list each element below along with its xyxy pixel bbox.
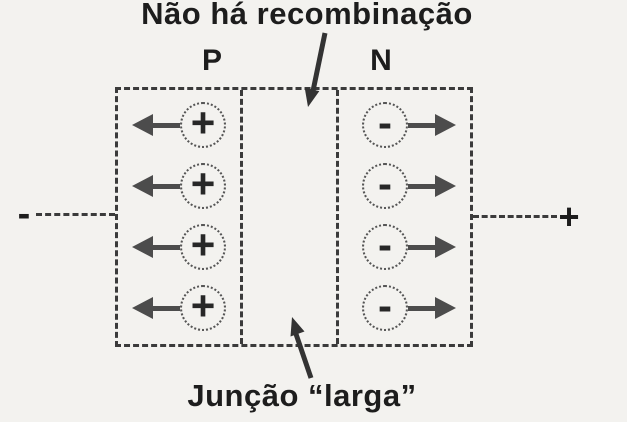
n-carrier: - [362,285,456,331]
positive-terminal-sign: + [558,196,580,237]
p-carrier: + [132,224,226,270]
n-carrier: - [362,163,456,209]
right-terminal-wire [473,215,557,218]
plus-symbol: + [190,99,216,146]
right-arrow-icon [435,297,456,319]
right-arrow-icon [435,175,456,197]
plus-symbol: + [190,282,216,329]
minus-symbol: - [378,99,392,146]
left-arrow-icon [132,297,153,319]
plus-symbol: + [190,160,216,207]
region-p-label: P [201,44,223,77]
negative-terminal-sign: - [17,192,31,235]
plus-symbol: + [190,221,216,268]
depletion-boundary-left-line [240,90,243,344]
carrier-circle: + [180,163,226,209]
right-arrow-icon [435,114,456,136]
carrier-circle: + [180,285,226,331]
left-arrow-icon [132,236,153,258]
p-carrier: + [132,102,226,148]
p-carrier: + [132,285,226,331]
carrier-circle: - [362,224,408,270]
minus-symbol: - [378,221,392,268]
left-arrow-icon [132,175,153,197]
arrow-shaft [408,122,435,128]
arrow-shaft [153,122,180,128]
n-carrier: - [362,102,456,148]
n-carrier: - [362,224,456,270]
depletion-boundary-right-line [336,90,339,344]
arrow-shaft [408,244,435,250]
carrier-circle: - [362,163,408,209]
arrow-shaft [153,305,180,311]
left-terminal-wire [36,213,115,216]
right-arrow-icon [435,236,456,258]
arrow-shaft [408,183,435,189]
carrier-circle: - [362,285,408,331]
diagram-title: Não há recombinação [141,0,473,31]
minus-symbol: - [378,282,392,329]
junction-label: Junção “larga” [187,378,417,413]
arrow-shaft [153,183,180,189]
arrow-shaft [408,305,435,311]
left-arrow-icon [132,114,153,136]
p-carrier: + [132,163,226,209]
minus-symbol: - [378,160,392,207]
arrow-shaft [153,244,180,250]
carrier-circle: + [180,224,226,270]
carrier-circle: + [180,102,226,148]
region-n-label: N [370,44,392,77]
carrier-circle: - [362,102,408,148]
